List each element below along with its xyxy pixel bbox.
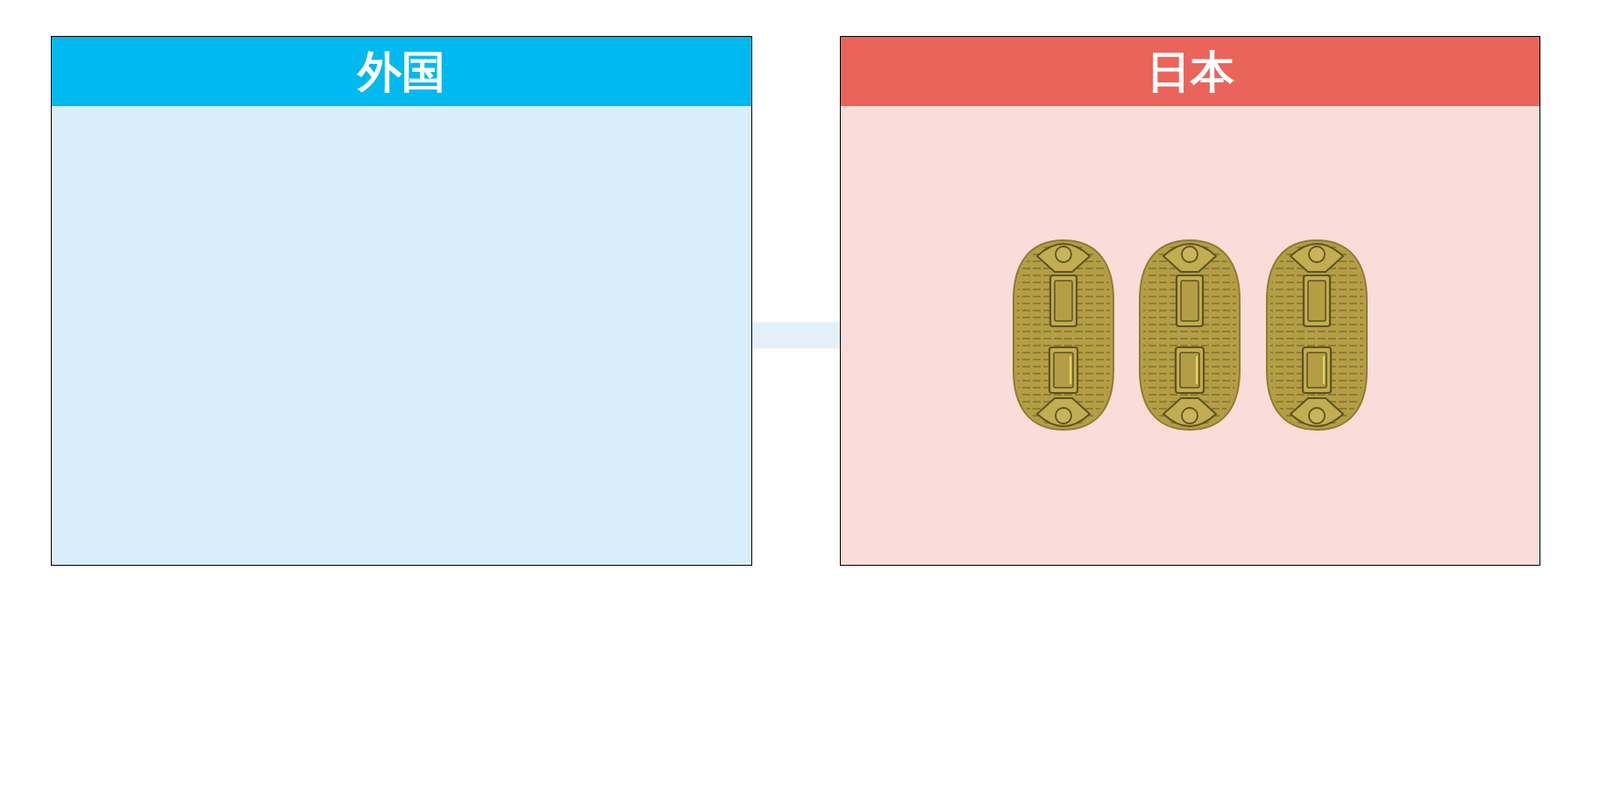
koban-coins: [973, 236, 1412, 434]
link-band: [752, 321, 840, 349]
panel-header: 外国: [51, 36, 752, 107]
panel-header: 日本: [840, 36, 1540, 107]
panel-title: 日本: [1146, 49, 1235, 94]
region-panel: 外国: [50, 35, 753, 566]
panel-title: 外国: [357, 49, 446, 94]
